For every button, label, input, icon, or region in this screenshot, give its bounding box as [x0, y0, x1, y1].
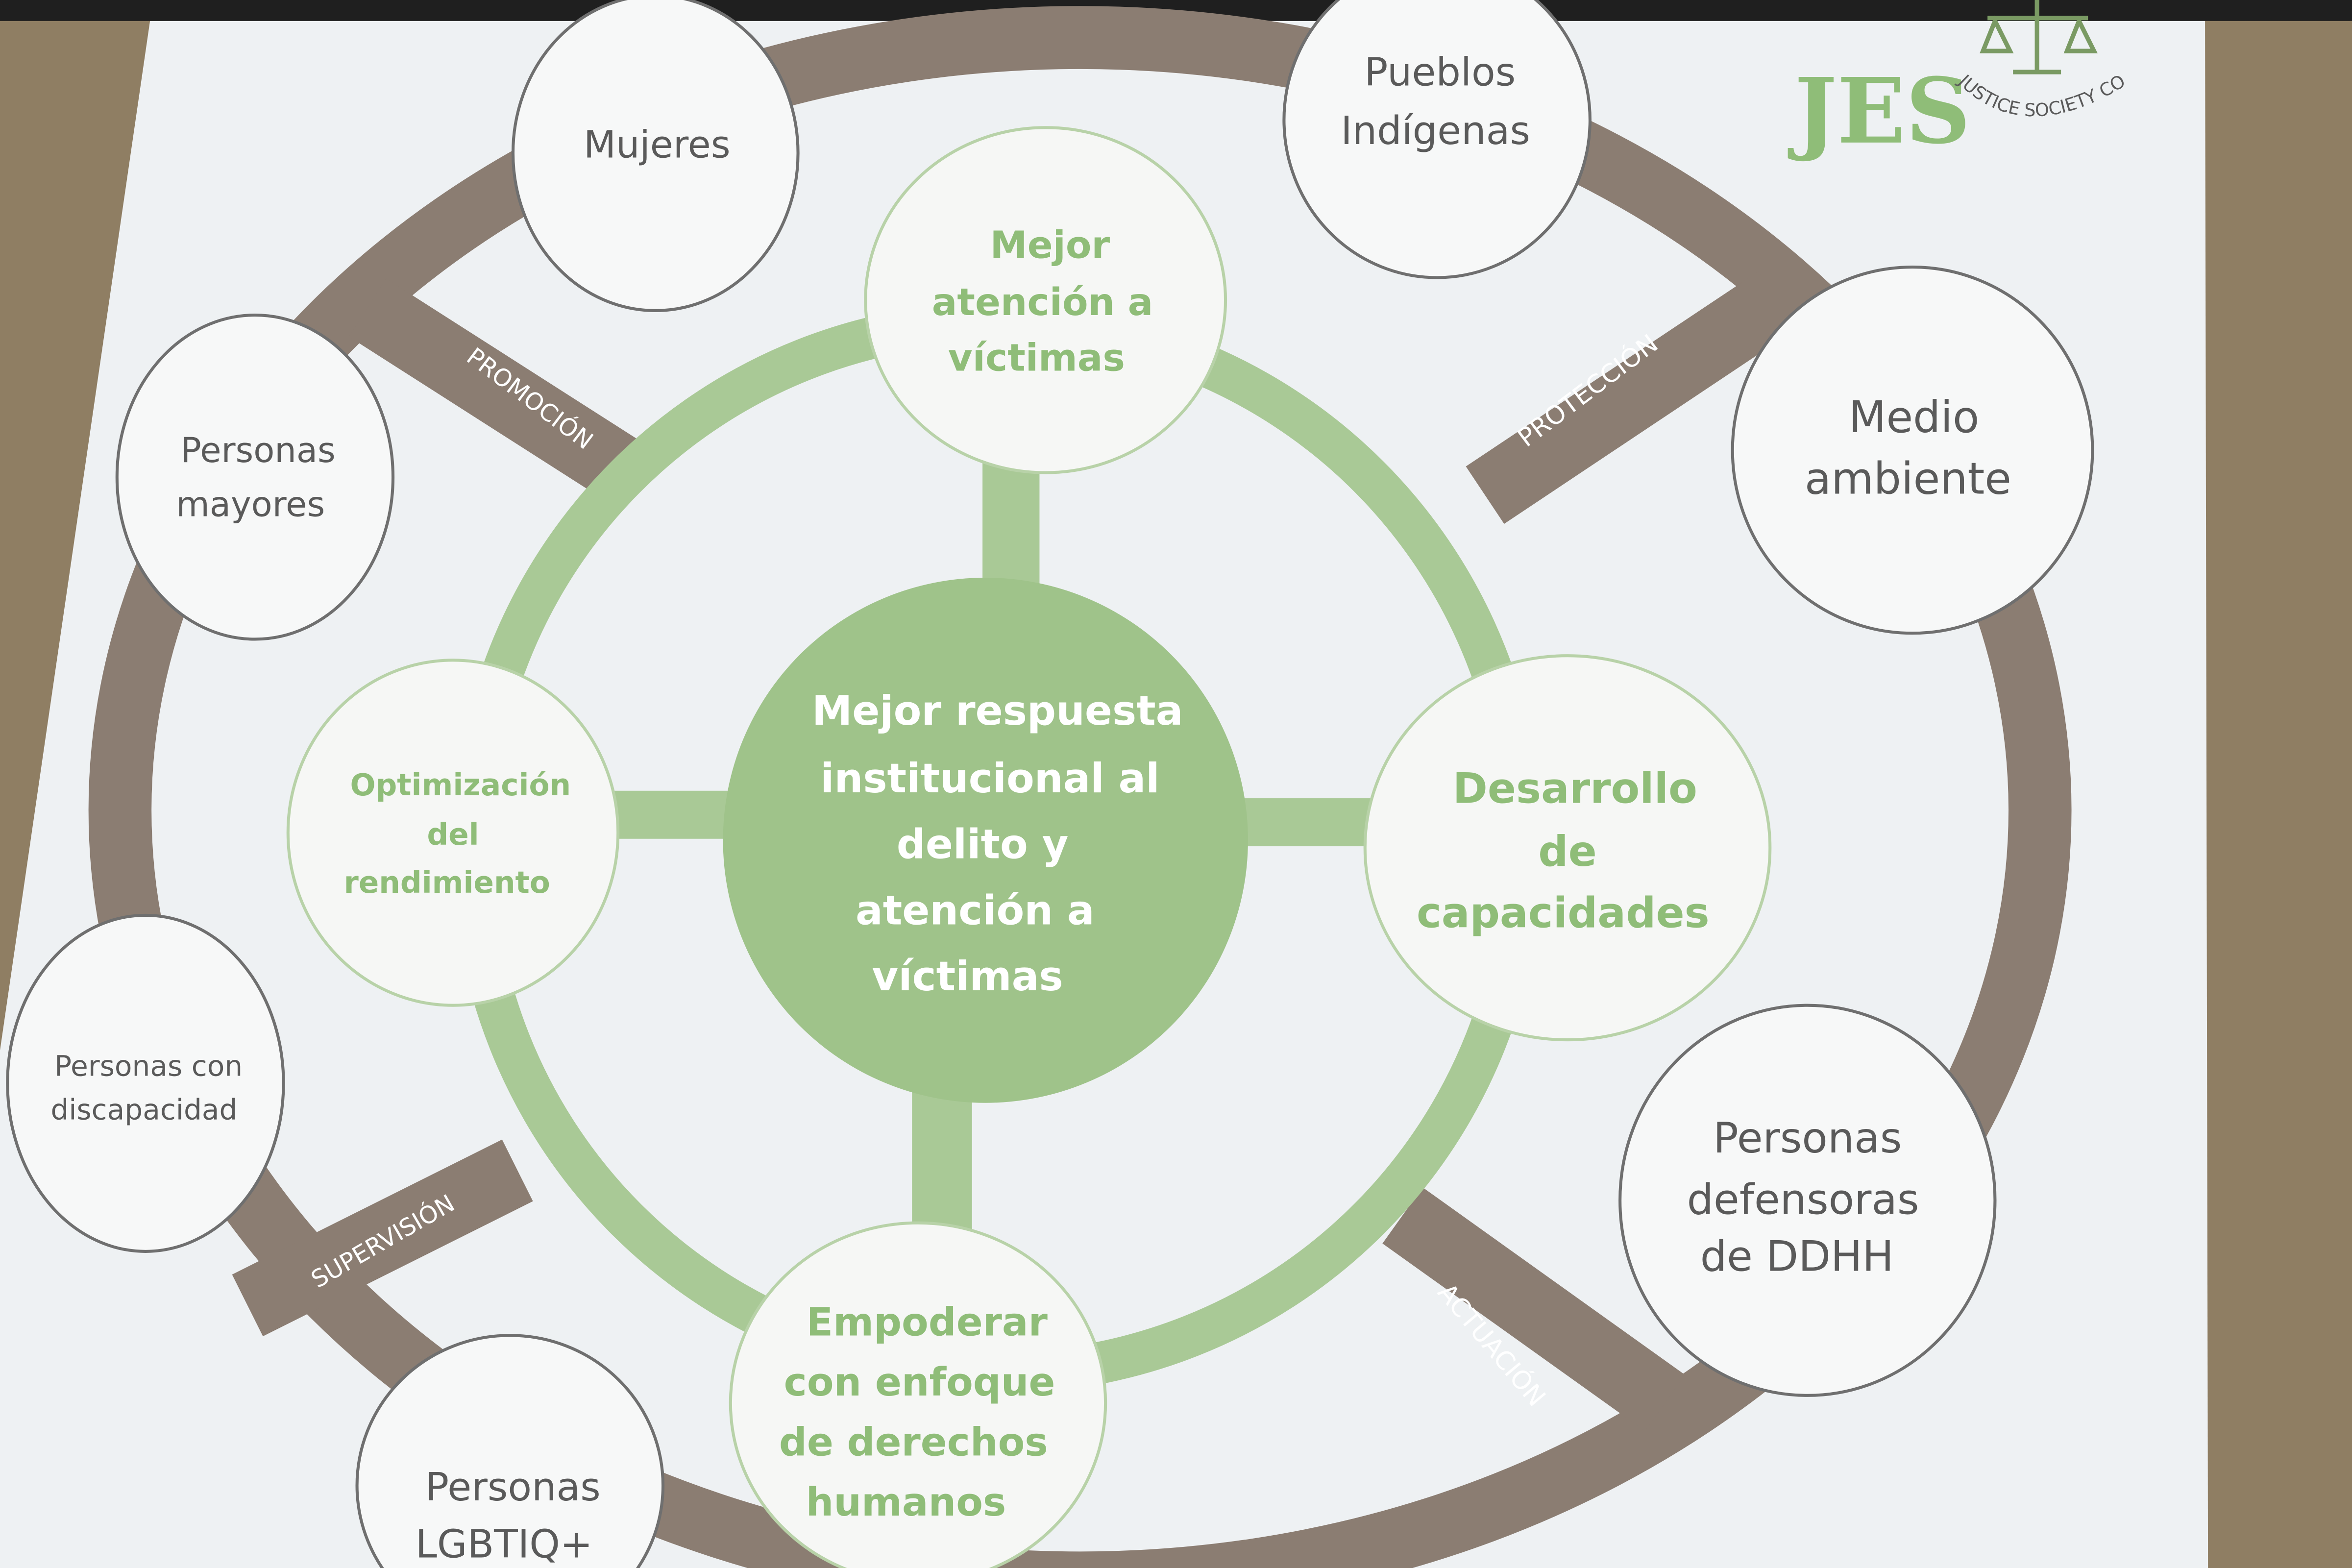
group-mayores: Personas mayores — [115, 314, 395, 641]
center-line: institucional al — [820, 755, 1159, 802]
objective-bottom-line: humanos — [806, 1479, 1006, 1525]
objective-bottom-line: con enfoque — [784, 1359, 1055, 1405]
outer-ring — [89, 6, 2071, 1568]
objective-right: Desarrollo de capacidades — [1363, 654, 1772, 1042]
scales-of-justice-icon — [1980, 0, 2098, 74]
group-lgbtiq: Personas LGBTIQ+ — [355, 1334, 665, 1568]
center-line: víctimas — [872, 953, 1063, 1000]
spoke-proteccion — [1466, 271, 1797, 524]
objective-bottom-line: de derechos — [779, 1419, 1048, 1465]
objective-top-line: víctimas — [948, 336, 1125, 380]
objective-right-line: capacidades — [1417, 888, 1710, 937]
group-mujeres-line: Mujeres — [584, 123, 731, 167]
spoke-supervision — [232, 1139, 533, 1337]
objective-left-line: rendimiento — [344, 865, 550, 900]
group-pueblos-line: Indígenas — [1341, 108, 1530, 153]
logo-wordmark: JES — [1788, 59, 1971, 164]
objective-left-line: Optimización — [350, 768, 571, 803]
group-defensoras-ddhh: Personas defensoras de DDHH — [1618, 1004, 1997, 1397]
objective-top-line: Mejor — [990, 224, 1110, 268]
group-defensoras-line: de DDHH — [1700, 1232, 1894, 1281]
center-line: delito y — [897, 821, 1069, 868]
group-discapacidad-line: Personas con — [54, 1050, 243, 1083]
group-defensoras-line: Personas — [1713, 1114, 1902, 1163]
objective-top-line: atención a — [932, 281, 1153, 324]
group-lgbtiq-line: Personas — [425, 1464, 601, 1510]
center-disc — [723, 577, 1248, 1103]
group-mayores-line: Personas — [180, 430, 335, 470]
objective-bottom-line: Empoderar — [807, 1299, 1048, 1345]
group-defensoras-line: defensoras — [1687, 1175, 1919, 1224]
objective-top: Mejor atención a víctimas — [864, 126, 1227, 474]
group-medio-ambiente: Medio ambiente — [1731, 266, 2094, 635]
group-medio-line: Medio — [1849, 392, 1979, 442]
group-lgbtiq-line: LGBTIQ+ — [416, 1521, 593, 1567]
group-medio-line: ambiente — [1805, 453, 2011, 504]
group-discapacidad-line: discapacidad — [50, 1093, 237, 1126]
center-text: Mejor respuesta institucional al delito … — [812, 687, 1183, 1000]
spoke-promocion — [349, 278, 656, 510]
group-discapacidad: Personas con discapacidad — [6, 913, 285, 1253]
center-line: Mejor respuesta — [812, 687, 1183, 735]
objective-right-line: Desarrollo — [1453, 764, 1697, 813]
group-pueblos-line: Pueblos — [1364, 49, 1516, 95]
objective-right-line: de — [1538, 827, 1596, 876]
objective-left: Optimización del rendimiento — [286, 659, 620, 1007]
group-pueblos-indigenas: Pueblos Indígenas — [1282, 0, 1592, 279]
group-mayores-line: mayores — [176, 484, 325, 524]
objective-bottom: Empoderar con enfoque de derechos humano… — [729, 1221, 1107, 1568]
green-spoke-bottom — [912, 1080, 972, 1246]
spoke-actuacion — [1382, 1187, 1685, 1431]
group-mujeres: Mujeres — [511, 0, 800, 312]
center-line: atención a — [856, 887, 1095, 934]
objective-left-line: del — [427, 817, 479, 852]
